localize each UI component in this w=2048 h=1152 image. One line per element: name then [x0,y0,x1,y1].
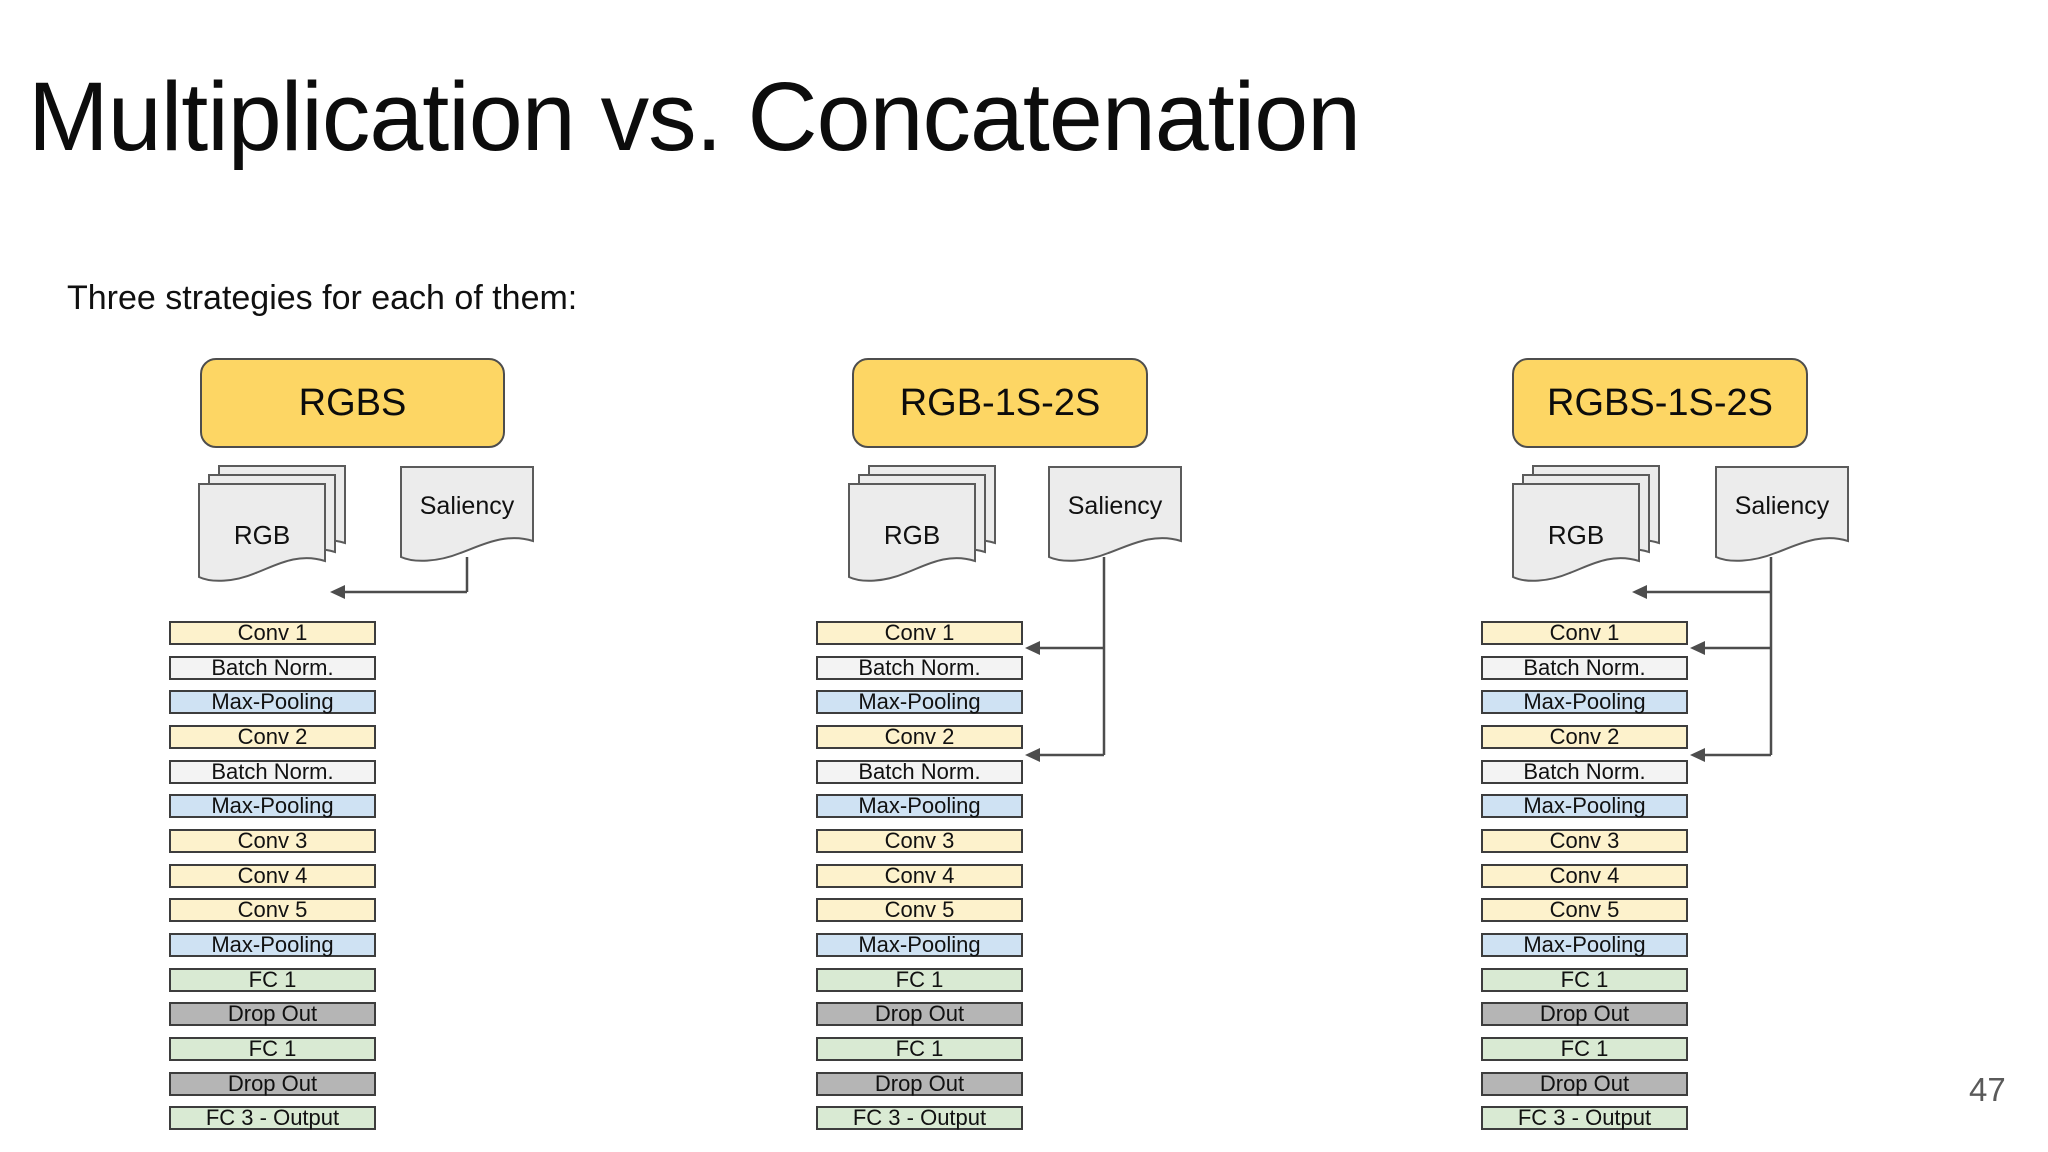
document-shape [848,483,976,582]
document-shape [1512,483,1640,582]
rgb-doc-stack: RGB [1512,465,1660,582]
layer-row: Max-Pooling [816,690,1023,714]
layer-row: Max-Pooling [816,794,1023,818]
layer-row: Batch Norm. [169,760,376,784]
arrowhead-icon [1025,641,1040,655]
layer-row: Drop Out [1481,1072,1688,1096]
saliency-doc: Saliency [1048,466,1182,562]
merge-arrows [1025,557,1106,762]
layer-row: Max-Pooling [1481,933,1688,957]
rgb-label: RGB [234,520,290,550]
layer-row: FC 1 [169,968,376,992]
merge-arrows [330,557,469,599]
document-shape [1048,466,1182,562]
layer-row: Batch Norm. [1481,656,1688,680]
arrowhead-icon [330,585,345,599]
layer-row: Max-Pooling [169,690,376,714]
layer-row: Max-Pooling [1481,794,1688,818]
saliency-label: Saliency [1068,492,1163,520]
layer-row: Batch Norm. [169,656,376,680]
layer-row: Batch Norm. [816,656,1023,680]
layer-row: Conv 1 [1481,621,1688,645]
rgb-doc-stack: RGB [848,465,996,582]
layer-row: FC 1 [169,1037,376,1061]
saliency-doc: Saliency [1715,466,1849,562]
strategy-header: RGBS [200,358,505,448]
layer-row: Drop Out [1481,1002,1688,1026]
layer-row: FC 1 [816,968,1023,992]
arrowhead-icon [1690,748,1705,762]
rgb-doc-stack: RGB [198,465,346,582]
layer-row: Drop Out [816,1072,1023,1096]
layer-row: Conv 2 [1481,725,1688,749]
layer-row: Conv 2 [169,725,376,749]
document-shape [198,483,326,582]
layer-row: Batch Norm. [816,760,1023,784]
layer-row: Max-Pooling [169,933,376,957]
saliency-label: Saliency [1735,492,1830,520]
arrowhead-icon [1632,585,1647,599]
layer-row: Max-Pooling [169,794,376,818]
layer-row: Drop Out [816,1002,1023,1026]
arrowhead-icon [1690,641,1705,655]
page-number: 47 [1969,1071,2006,1108]
saliency-doc: Saliency [400,466,534,562]
document-shape [400,466,534,562]
layer-row: Conv 3 [1481,829,1688,853]
layer-row: Conv 4 [1481,864,1688,888]
rgb-label: RGB [884,520,940,550]
saliency-label: Saliency [420,492,515,520]
slide-subtitle: Three strategies for each of them: [67,279,578,317]
layer-row: Conv 5 [816,898,1023,922]
layer-row: Conv 5 [169,898,376,922]
layer-row: Drop Out [169,1072,376,1096]
arrowhead-icon [1025,748,1040,762]
layer-row: Conv 5 [1481,898,1688,922]
layer-row: FC 3 - Output [169,1106,376,1130]
layer-row: FC 1 [816,1037,1023,1061]
layer-row: Max-Pooling [1481,690,1688,714]
layer-row: FC 3 - Output [1481,1106,1688,1130]
layer-row: Conv 4 [816,864,1023,888]
layer-row: Conv 1 [816,621,1023,645]
rgb-label: RGB [1548,520,1604,550]
layer-row: Conv 2 [816,725,1023,749]
layer-row: Drop Out [169,1002,376,1026]
layer-row: FC 3 - Output [816,1106,1023,1130]
strategy-header: RGB-1S-2S [852,358,1148,448]
layer-row: Conv 4 [169,864,376,888]
slide-title: Multiplication vs. Concatenation [28,62,1361,171]
layer-row: FC 1 [1481,968,1688,992]
layer-row: Conv 1 [169,621,376,645]
layer-row: FC 1 [1481,1037,1688,1061]
layer-row: Conv 3 [169,829,376,853]
strategy-header: RGBS-1S-2S [1512,358,1808,448]
layer-row: Max-Pooling [816,933,1023,957]
layer-row: Conv 3 [816,829,1023,853]
merge-arrows [1632,557,1773,762]
document-shape [1715,466,1849,562]
layer-row: Batch Norm. [1481,760,1688,784]
